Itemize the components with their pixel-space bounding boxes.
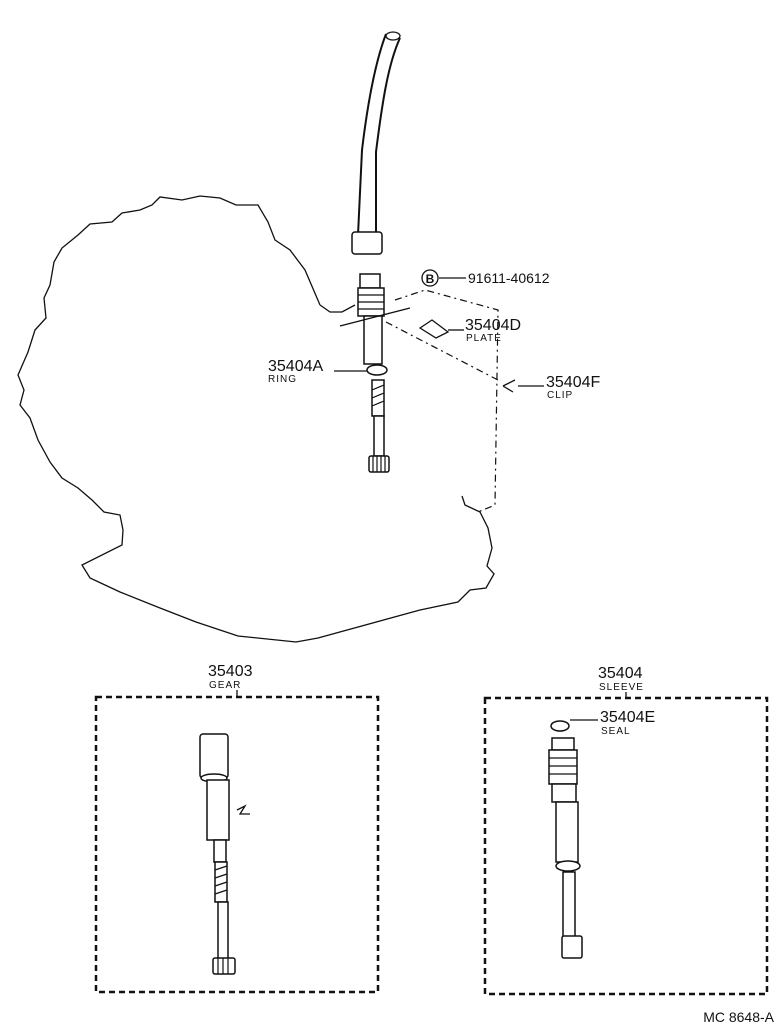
- clip-part-name: CLIP: [547, 390, 573, 401]
- clip-callout: 35404F CLIP: [518, 374, 600, 401]
- seal-part-number: 35404E: [600, 709, 655, 726]
- plate-part-name: PLATE: [466, 333, 502, 344]
- gear-assembly-box: 35403 GEAR: [94, 663, 380, 994]
- clip-part: [502, 379, 516, 393]
- clip-part-number: 35404F: [546, 374, 600, 391]
- speedometer-cable: [351, 31, 401, 255]
- plate-part: [418, 319, 450, 339]
- bolt-callout: B 91611-40612: [421, 269, 550, 287]
- ring-part-number: 35404A: [268, 358, 323, 375]
- plate-callout: 35404D PLATE: [448, 317, 521, 344]
- bolt-symbol: B: [426, 272, 435, 286]
- plate-part-number: 35404D: [465, 317, 521, 334]
- seal-part: [550, 720, 570, 732]
- transmission-housing-outline: [17, 195, 495, 643]
- gear-part-number: 35403: [208, 663, 253, 680]
- driven-gear-sleeve: [339, 273, 411, 473]
- sleeve-assembly-box: 35404 SLEEVE 35404E SEAL: [483, 665, 769, 996]
- seal-part-name: SEAL: [601, 726, 631, 737]
- driven-gear-teeth: [368, 455, 390, 473]
- ring-part-name: RING: [268, 374, 297, 385]
- ring-part: [366, 364, 388, 376]
- diagram-code: MC 8648-A: [703, 1009, 774, 1025]
- sleeve-part-name: SLEEVE: [599, 682, 644, 693]
- ring-callout: 35404A RING: [268, 358, 367, 385]
- bolt-part-number: 91611-40612: [468, 270, 550, 286]
- sleeve-part-number: 35404: [598, 665, 643, 682]
- assembly-lines: [385, 289, 516, 513]
- gear-part-name: GEAR: [209, 680, 241, 691]
